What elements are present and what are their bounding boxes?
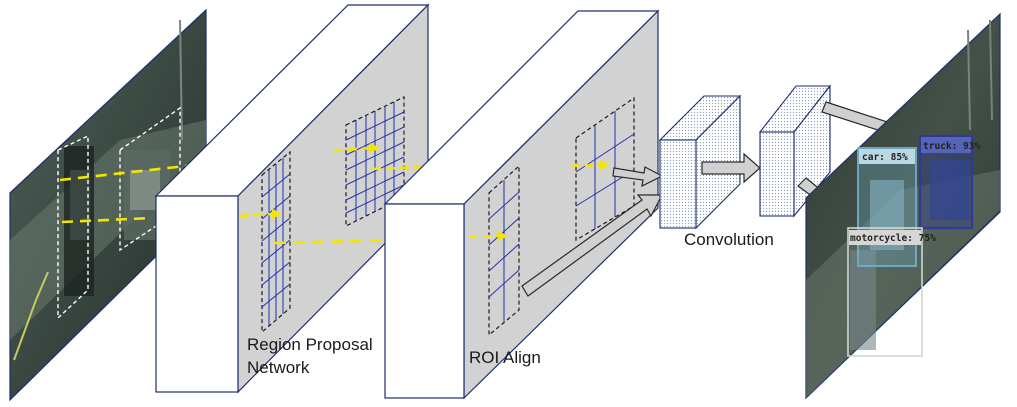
car-detection-box <box>858 148 916 266</box>
convolution-label: Convolution <box>684 230 774 249</box>
motorcycle-detection-label: motorcycle: 75% <box>850 233 936 244</box>
truck-detection-label: truck: 93% <box>923 141 980 152</box>
car-detection-label: car: 85% <box>862 152 908 163</box>
rpn-label-line1: Region Proposal <box>247 335 373 354</box>
roi-align-label: ROI Align <box>469 348 541 367</box>
output-image: truck: 93% car: 85% motorcycle: 75% <box>806 14 1000 398</box>
rpn-label-line2: Network <box>247 358 310 377</box>
